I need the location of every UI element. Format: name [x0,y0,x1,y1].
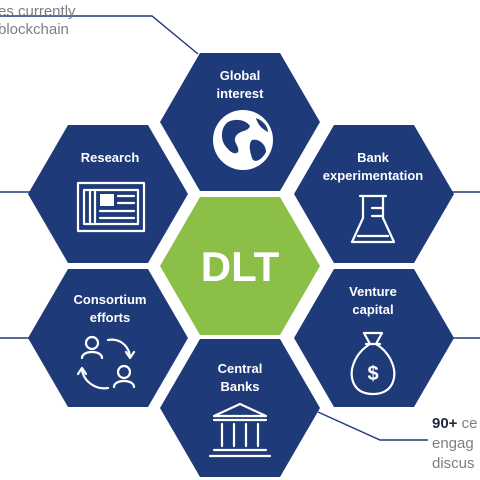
hex-dlt-center: DLT [160,197,320,335]
money-symbol: $ [367,363,378,385]
bank-building-icon [208,402,272,458]
hex-central-banks: Central Banks [160,339,320,477]
research-label-line1: Research [81,150,140,165]
global-label-line1: Global [220,68,260,83]
hex-research: Research [28,125,188,263]
central-label-line1: Central [218,361,263,376]
callout-line-top-left [0,15,199,55]
venture-label-line2: capital [352,302,393,317]
global-label-line2: interest [217,86,265,101]
newspaper-icon [76,181,146,233]
flask-icon [350,194,396,244]
hex-consortium-efforts: Consortium efforts [28,269,188,407]
callout-top-left-line1: es currently [0,3,76,20]
hex-bank-experimentation: Bank experimentation [294,125,454,263]
callout-bottom-right-rest: ce [457,415,477,432]
bank-label-line2: experimentation [323,168,423,183]
callout-bottom-right-strong: 90+ [432,415,458,432]
callout-bottom-right-line2: engag [432,435,474,452]
central-label-line2: Banks [220,379,259,394]
callout-bottom-right-line1: 90+ ce [432,415,477,432]
globe-icon [213,110,273,170]
people-cycle-icon [76,335,136,390]
callout-top-left-line2: blockchain [0,21,69,38]
money-bag-icon: $ [350,331,396,396]
hex-global-interest: Global interest [160,53,320,191]
consortium-label-line1: Consortium [74,292,147,307]
callout-line-bottom-right [317,411,428,441]
callout-bottom-right-line3: discus [432,455,475,472]
consortium-label-line2: efforts [90,310,130,325]
center-label: DLT [201,243,280,290]
venture-label-line1: Venture [349,284,397,299]
bank-label-line1: Bank [357,150,390,165]
hex-venture-capital: Venture capital $ [294,269,454,407]
